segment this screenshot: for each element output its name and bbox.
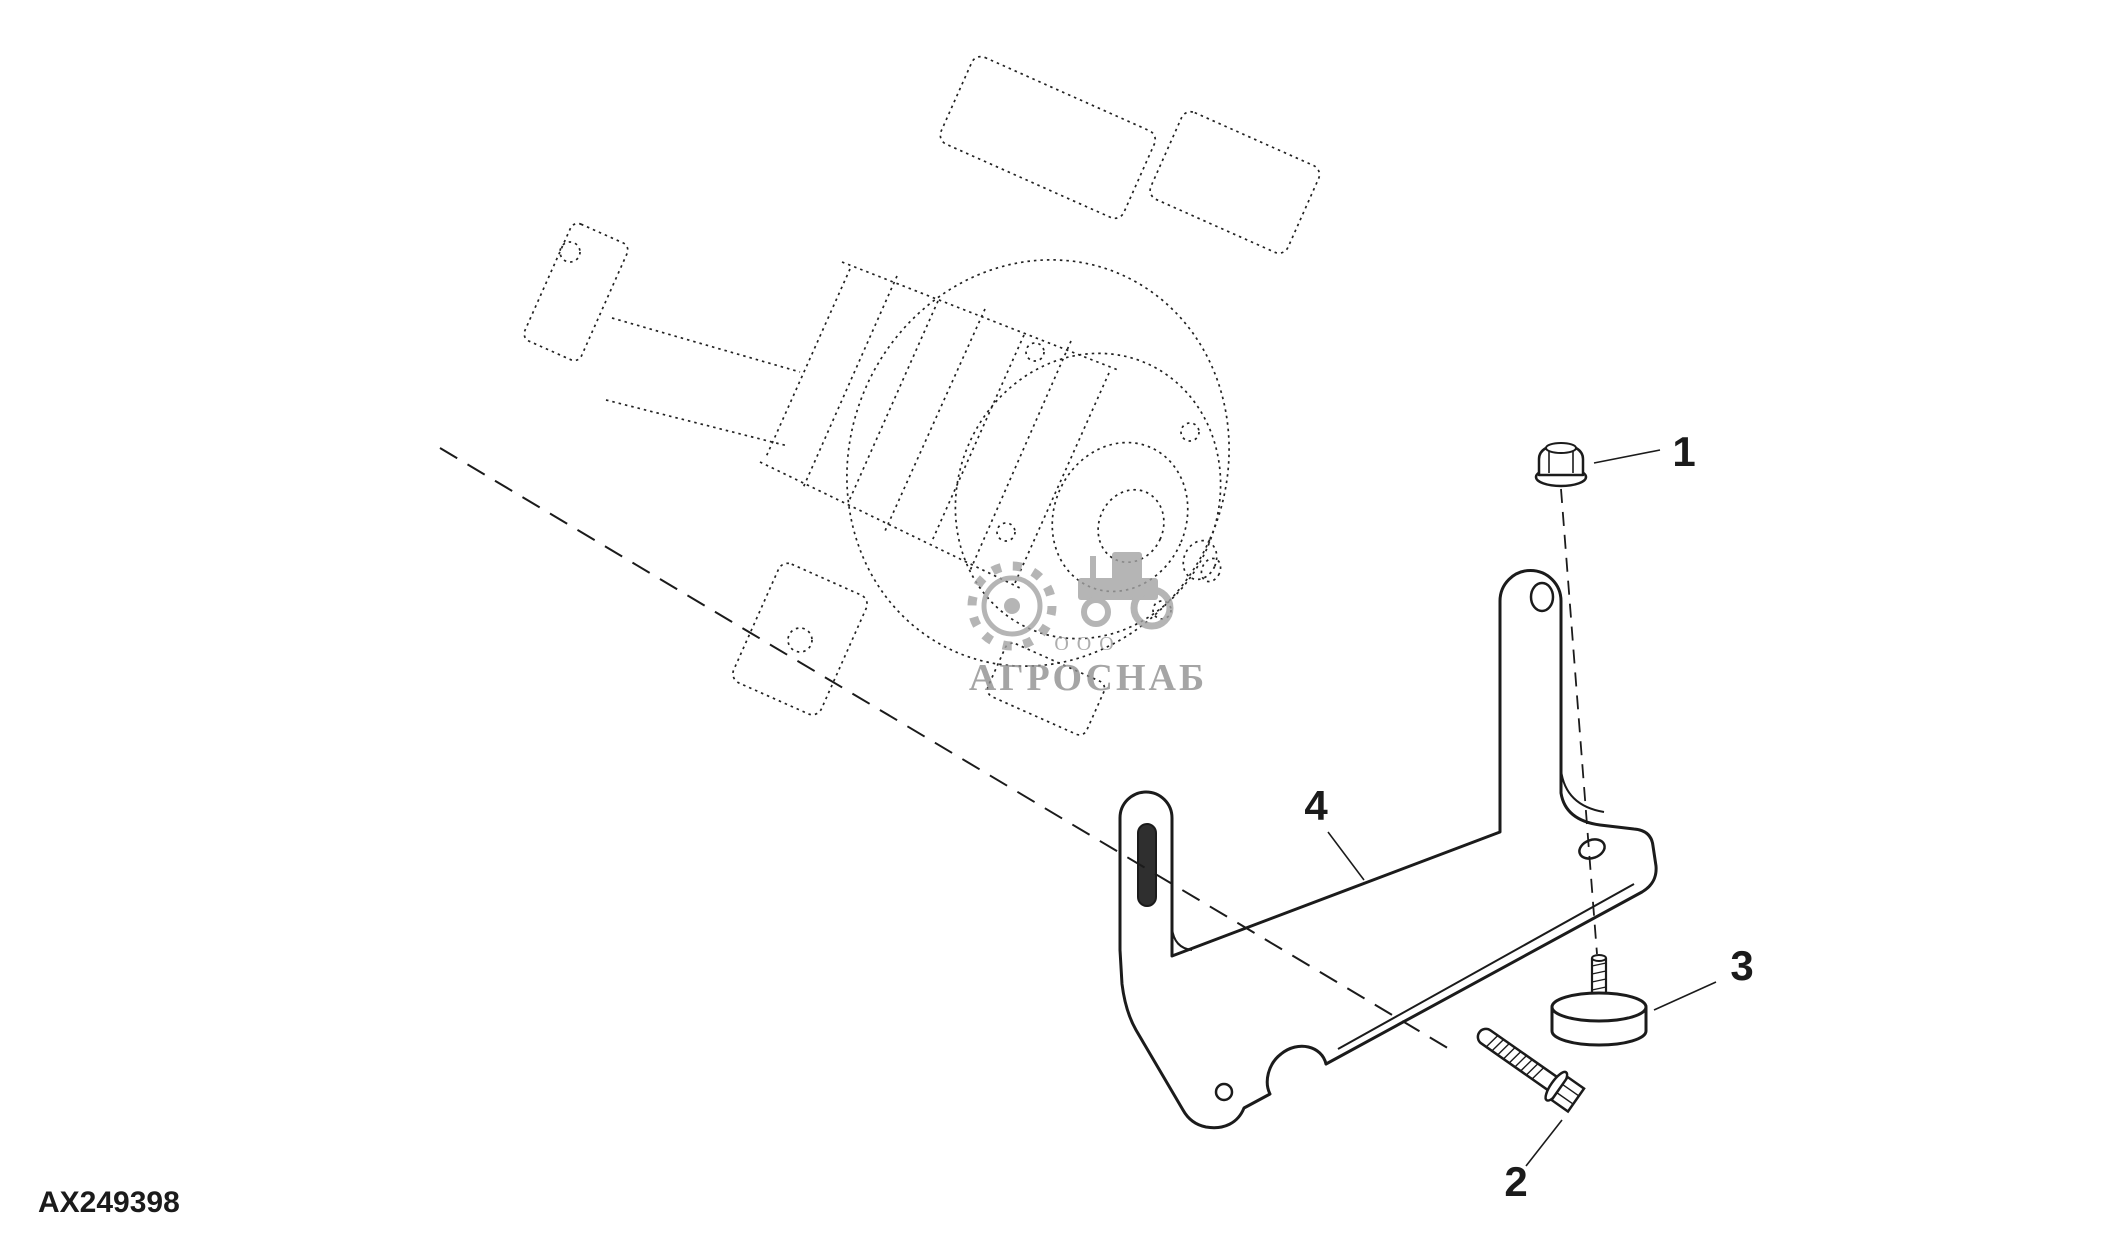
callout-2-label: 2 [1504,1158,1527,1205]
watermark-gear-icon [967,561,1057,651]
watermark: ООО АГРОСНАБ [967,552,1207,699]
bracket-small-hole [1214,1082,1234,1102]
mounting-bracket [1118,569,1658,1130]
callout-1-leader [1593,449,1661,464]
watermark-company-name: АГРОСНАБ [969,657,1207,699]
callout-3-label: 3 [1730,942,1753,989]
watermark-tractor-icon [1078,552,1174,630]
callout-3-leader [1653,981,1717,1011]
bracket-arm-hole [1529,581,1555,613]
nut-to-isolator-dashed-line [1560,488,1598,955]
bracket-slot [1137,823,1157,907]
drawing-code: AX249398 [38,1186,180,1219]
callout-4-label: 4 [1304,782,1328,829]
mounting-axis-dashed-line [439,447,1457,1054]
isolator-mount [1550,954,1648,1047]
flange-bolt [1476,1027,1586,1114]
callout-4-leader [1327,831,1365,881]
callout-2-leader [1525,1119,1563,1167]
alternator-phantom-view [523,55,1321,736]
flange-nut [1534,442,1588,488]
callout-1-label: 1 [1672,428,1695,475]
watermark-company-prefix: ООО [1054,633,1121,655]
